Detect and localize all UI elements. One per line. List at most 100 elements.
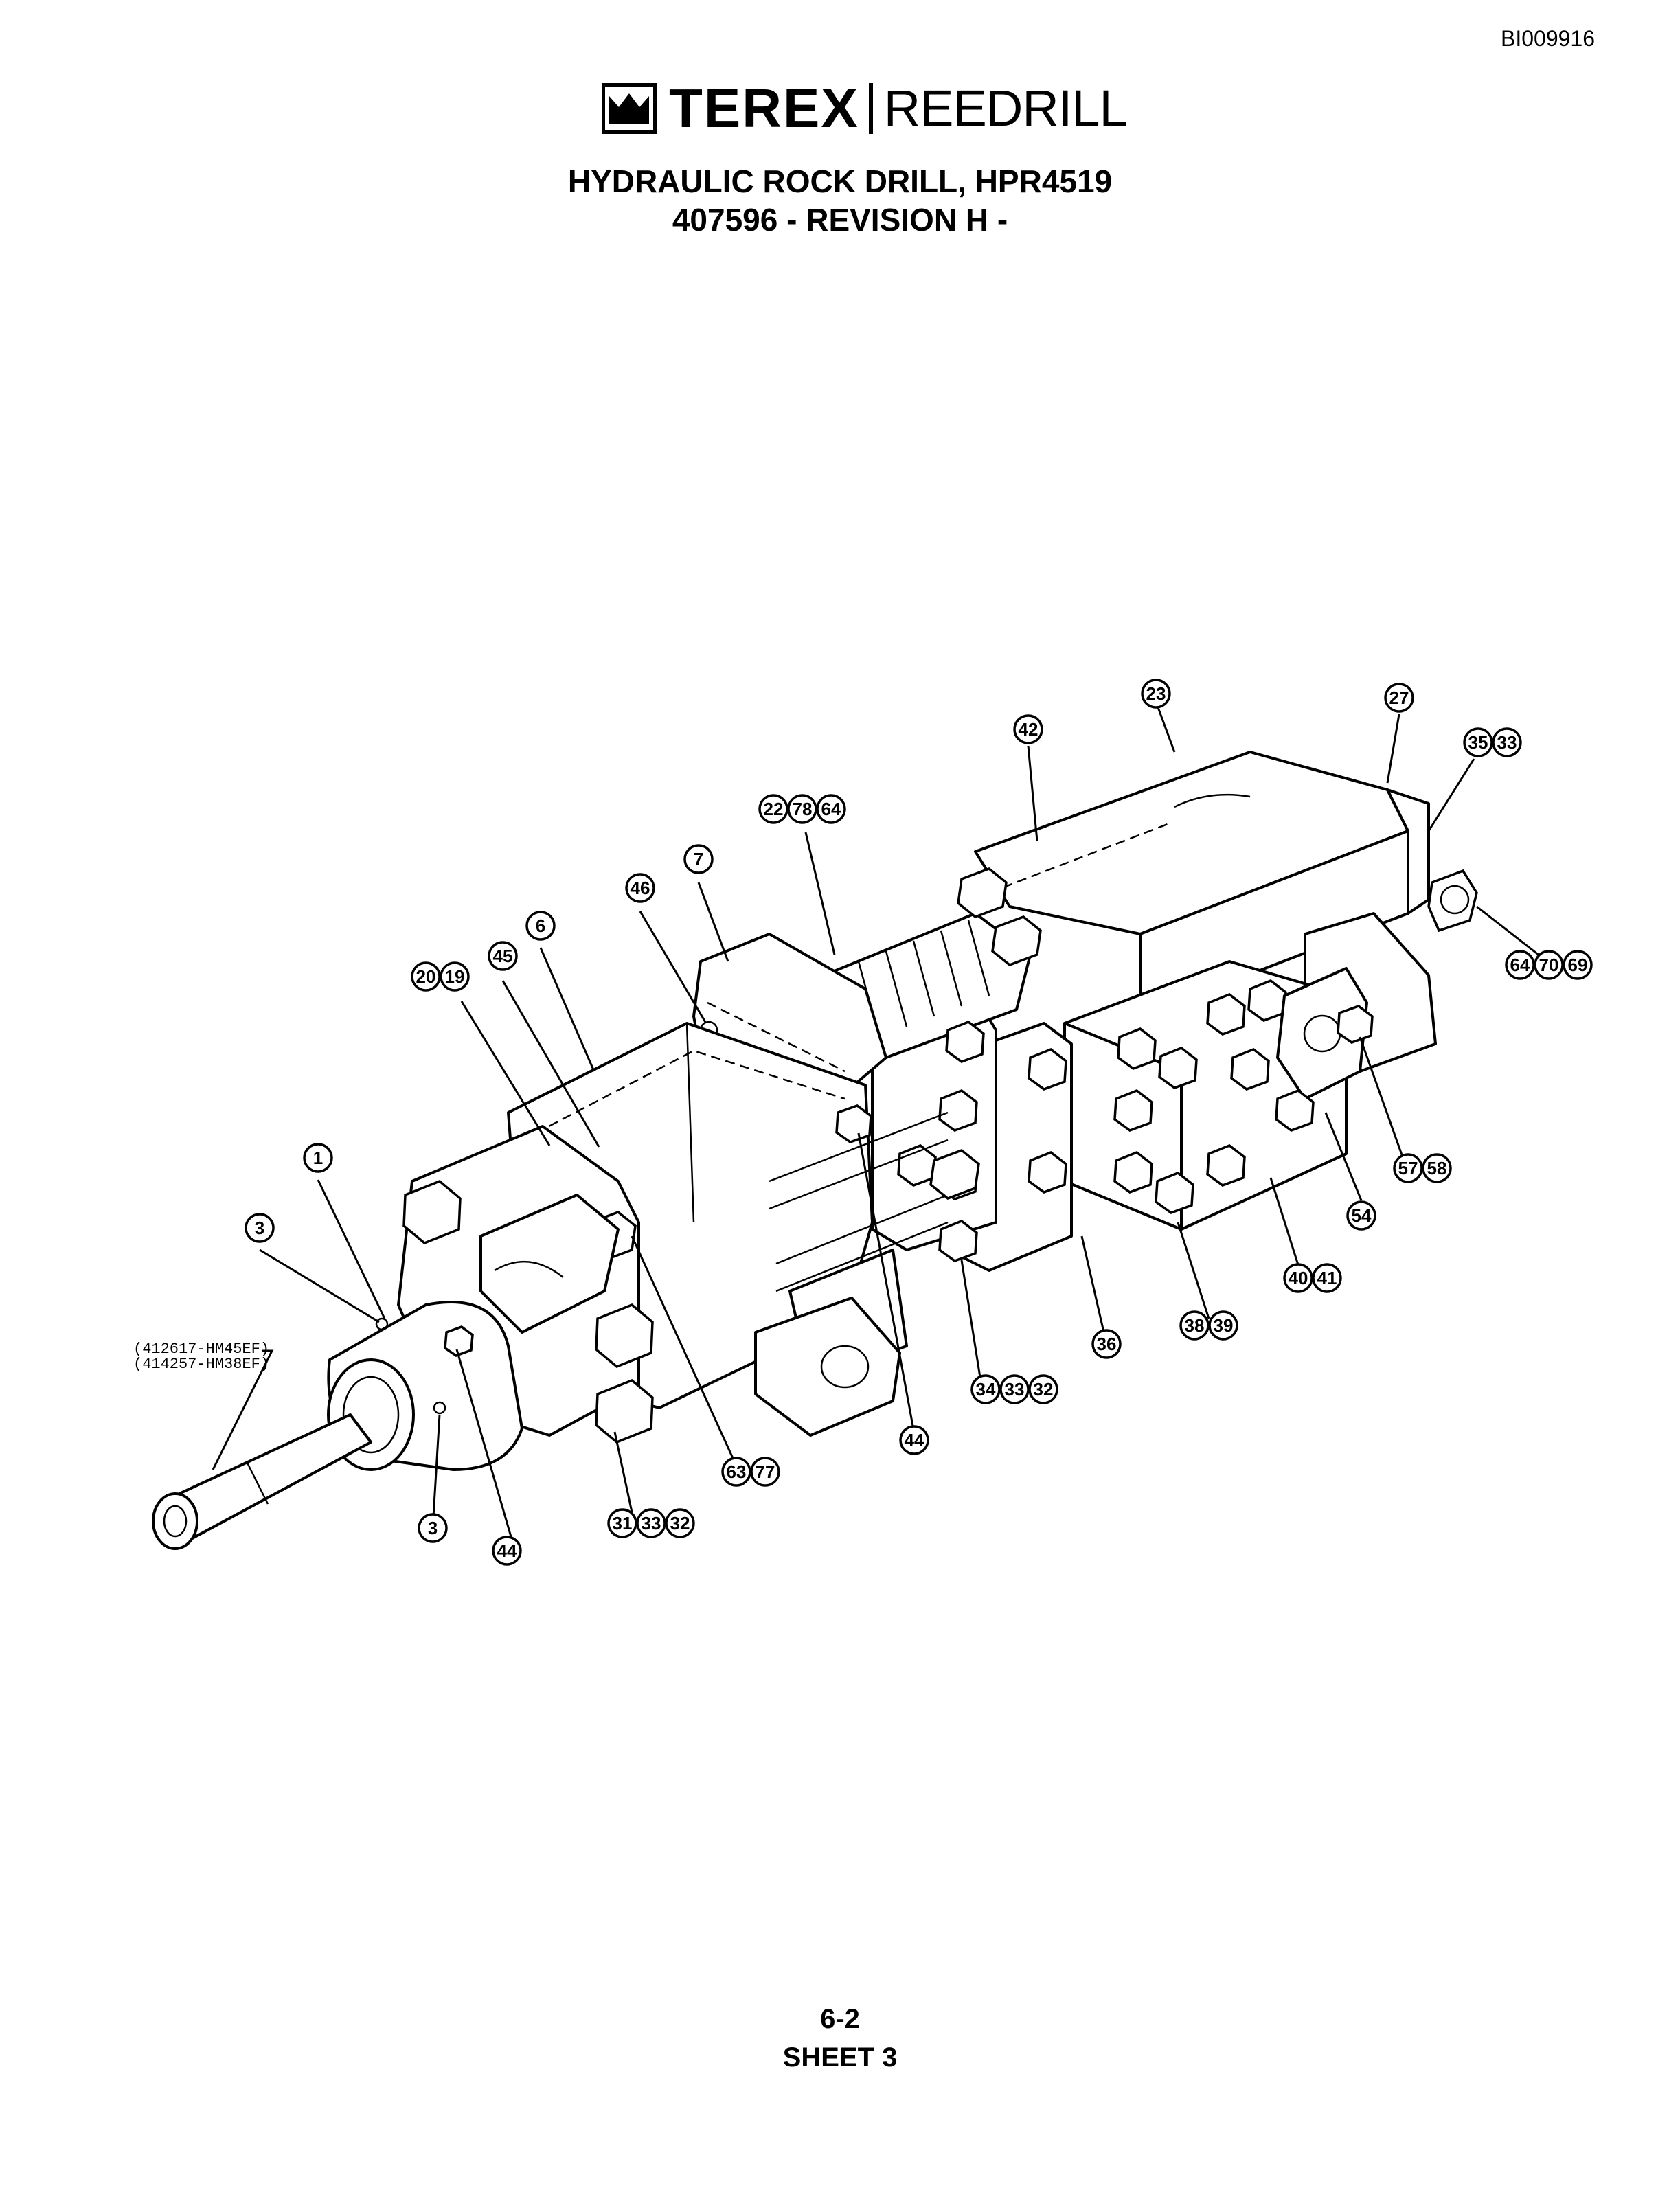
callout-number: 33 bbox=[1005, 1379, 1025, 1400]
mounting-foot bbox=[754, 1297, 901, 1437]
callout-number: 6 bbox=[536, 915, 545, 936]
callout-number: 44 bbox=[497, 1540, 517, 1561]
callout-circle bbox=[1393, 1153, 1423, 1183]
brand-name: TEREX bbox=[669, 78, 859, 139]
callout-46: 46 bbox=[625, 873, 655, 903]
callout-circle bbox=[999, 1374, 1030, 1404]
page-footer: 6-2 SHEET 3 bbox=[0, 2000, 1680, 2077]
callout-number: 78 bbox=[793, 799, 813, 819]
callout-circle bbox=[1384, 683, 1414, 713]
callout-circle bbox=[683, 844, 714, 874]
title-line-2: 407596 - REVISION H - bbox=[672, 202, 1008, 238]
drawing-title: HYDRAULIC ROCK DRILL, HPR4519 407596 - R… bbox=[0, 162, 1680, 239]
callout-63-77: 63 77 bbox=[721, 1457, 780, 1487]
callout-number: 69 bbox=[1568, 955, 1588, 975]
callout-22-78-64: 22 78 64 bbox=[758, 794, 846, 824]
title-line-1: HYDRAULIC ROCK DRILL, HPR4519 bbox=[567, 163, 1113, 199]
callout-number: 34 bbox=[976, 1379, 996, 1400]
chuck-housing-top bbox=[479, 1194, 620, 1334]
callout-circle bbox=[899, 1425, 929, 1455]
callout-circle bbox=[970, 1374, 1001, 1404]
callout-7: 7 bbox=[683, 844, 714, 874]
callout-number: 1 bbox=[313, 1148, 323, 1168]
callout-circle bbox=[758, 794, 788, 824]
callout-38-39: 38 39 bbox=[1179, 1310, 1238, 1341]
shank-end bbox=[152, 1492, 198, 1550]
shank-note-line-1: (412617-HM45EF) bbox=[133, 1341, 269, 1358]
callout-circle bbox=[1492, 727, 1522, 757]
callout-number: 45 bbox=[493, 946, 513, 966]
document-id: BI009916 bbox=[1500, 26, 1595, 51]
callout-42: 42 bbox=[1013, 714, 1043, 744]
back-head-end bbox=[1386, 788, 1430, 915]
callout-number: 19 bbox=[445, 966, 465, 987]
callout-circle bbox=[721, 1457, 751, 1487]
callout-circle bbox=[1091, 1329, 1122, 1359]
callout-circle bbox=[625, 873, 655, 903]
callout-circle bbox=[1505, 950, 1535, 980]
callout-1: 1 bbox=[303, 1143, 333, 1173]
plug-3-bottom bbox=[433, 1401, 446, 1415]
callout-number: 57 bbox=[1398, 1158, 1418, 1178]
callout-number: 20 bbox=[416, 966, 436, 987]
callout-circle bbox=[418, 1513, 448, 1543]
callout-number: 39 bbox=[1214, 1315, 1234, 1336]
leader-lines bbox=[212, 701, 1546, 1545]
callout-number: 64 bbox=[1510, 955, 1530, 975]
callout-number: 32 bbox=[1034, 1379, 1054, 1400]
callout-circle bbox=[492, 1536, 522, 1566]
callout-circle bbox=[607, 1508, 637, 1538]
callout-number: 7 bbox=[694, 849, 703, 869]
callout-number: 46 bbox=[631, 878, 650, 898]
callout-44-right: 44 bbox=[899, 1425, 929, 1455]
callout-circle bbox=[488, 941, 518, 971]
callout-number: 36 bbox=[1097, 1334, 1117, 1354]
callout-circle bbox=[1141, 679, 1171, 709]
callout-circle bbox=[440, 961, 470, 992]
callout-number: 63 bbox=[727, 1461, 747, 1482]
callout-circle bbox=[1179, 1310, 1210, 1341]
callout-circle bbox=[1028, 1374, 1058, 1404]
callout-circle bbox=[1463, 727, 1493, 757]
callout-circle bbox=[1312, 1263, 1342, 1293]
callout-number: 22 bbox=[764, 799, 784, 819]
brand-logo: TEREX REEDRILL bbox=[602, 78, 1128, 139]
callout-number: 3 bbox=[428, 1518, 438, 1538]
callout-circle bbox=[1563, 950, 1593, 980]
callout-circle bbox=[303, 1143, 333, 1173]
callout-circle bbox=[1422, 1153, 1452, 1183]
callout-54: 54 bbox=[1346, 1200, 1376, 1231]
callout-circle bbox=[1283, 1263, 1313, 1293]
callout-number: 27 bbox=[1389, 687, 1409, 708]
callout-circle bbox=[1534, 950, 1564, 980]
callout-number: 3 bbox=[255, 1218, 264, 1238]
callout-number: 77 bbox=[756, 1461, 775, 1482]
callout-number: 38 bbox=[1185, 1315, 1205, 1336]
rock-drill-illustration bbox=[152, 751, 1478, 1550]
callout-circle bbox=[245, 1213, 275, 1243]
rear-fitting bbox=[1427, 869, 1478, 933]
motor-flange bbox=[1276, 967, 1368, 1100]
page-number: 6-2 bbox=[820, 2004, 860, 2034]
terex-crown-icon bbox=[602, 83, 657, 134]
callout-number: 23 bbox=[1146, 683, 1166, 704]
callout-36: 36 bbox=[1091, 1329, 1122, 1359]
plug-3-top bbox=[375, 1317, 389, 1331]
callout-23: 23 bbox=[1141, 679, 1171, 709]
callout-3-bottom: 3 bbox=[418, 1513, 448, 1543]
callout-number: 42 bbox=[1019, 719, 1038, 740]
callout-number: 33 bbox=[1497, 732, 1517, 753]
callout-circle bbox=[1013, 714, 1043, 744]
callout-circle bbox=[816, 794, 846, 824]
callout-27: 27 bbox=[1384, 683, 1414, 713]
callout-number: 64 bbox=[821, 799, 841, 819]
callout-number: 41 bbox=[1317, 1268, 1337, 1288]
callout-circle bbox=[1208, 1310, 1238, 1341]
callout-3-top: 3 bbox=[245, 1213, 275, 1243]
callout-circle bbox=[636, 1508, 666, 1538]
